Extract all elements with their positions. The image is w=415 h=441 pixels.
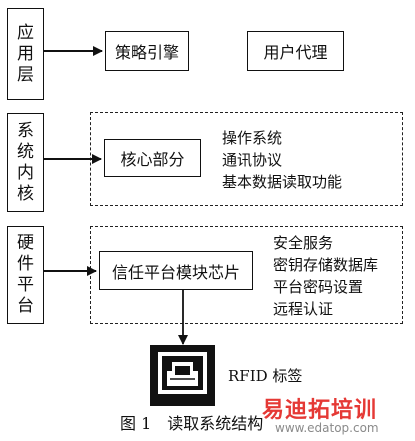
hardware-item-keystore: 密钥存储数据库 bbox=[273, 256, 379, 274]
char: 核 bbox=[17, 183, 34, 204]
char: 台 bbox=[17, 296, 34, 316]
hardware-item-remote-auth: 远程认证 bbox=[273, 300, 334, 318]
char: 平 bbox=[17, 275, 34, 295]
kernel-item-data-read: 基本数据读取功能 bbox=[222, 173, 343, 191]
kernel-item-protocol: 通讯协议 bbox=[222, 151, 283, 169]
char: 件 bbox=[17, 254, 34, 274]
user-agent-box: 用户代理 bbox=[247, 31, 344, 71]
hardware-item-password: 平台密码设置 bbox=[273, 278, 364, 296]
policy-engine-label: 策略引擎 bbox=[114, 43, 179, 62]
char: 内 bbox=[17, 162, 34, 183]
figure-caption: 图 1 读取系统结构 bbox=[120, 414, 264, 433]
policy-engine-box: 策略引擎 bbox=[105, 31, 189, 71]
watermark-url: www.edatop.com bbox=[275, 421, 379, 435]
char: 硬 bbox=[17, 233, 34, 253]
core-label: 核心部分 bbox=[120, 150, 185, 169]
char: 用 bbox=[17, 43, 34, 64]
trusted-chip-label: 信任平台模块芯片 bbox=[111, 262, 240, 282]
rfid-tag-icon bbox=[150, 345, 215, 406]
hardware-item-security: 安全服务 bbox=[273, 234, 334, 252]
kernel-item-os: 操作系统 bbox=[222, 129, 283, 147]
rfid-label: RFID 标签 bbox=[228, 367, 303, 385]
watermark-logo-text: 易迪拓培训 bbox=[262, 398, 378, 423]
char: 统 bbox=[17, 141, 34, 162]
layer-label-hardware: 硬 件 平 台 bbox=[7, 226, 44, 324]
user-agent-label: 用户代理 bbox=[263, 43, 328, 62]
layer-label-application: 应 用 层 bbox=[7, 8, 44, 100]
layer-label-kernel: 系 统 内 核 bbox=[7, 113, 44, 212]
char: 系 bbox=[17, 120, 34, 141]
char: 层 bbox=[17, 64, 34, 85]
core-box: 核心部分 bbox=[104, 139, 201, 177]
char: 应 bbox=[17, 22, 34, 43]
trusted-chip-box: 信任平台模块芯片 bbox=[99, 251, 253, 290]
